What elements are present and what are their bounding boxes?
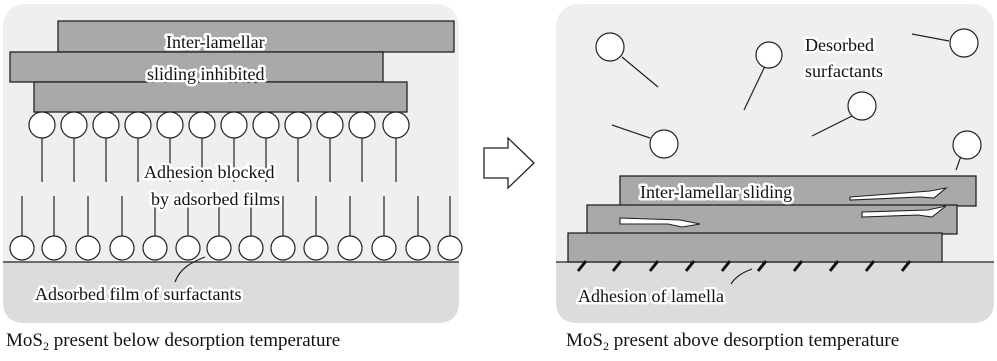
surfactant-head <box>649 129 679 159</box>
surfactant-head <box>188 111 216 139</box>
surfactant-head <box>238 235 264 261</box>
label-sliding-inhibited-line1: Inter-lamellar <box>166 32 265 52</box>
caption-left-text: present below desorption temperature <box>48 330 341 351</box>
transition-arrow-icon <box>483 136 535 190</box>
caption-right-subscript: 2 <box>602 339 609 353</box>
left-panel: Inter-lamellar sliding inhibited Adhesio… <box>3 4 463 323</box>
label-adsorbed-film: Adsorbed film of surfactants <box>35 284 241 304</box>
surfactant-head <box>75 235 101 261</box>
surfactant-head <box>142 235 168 261</box>
surfactant-head <box>303 235 329 261</box>
caption-left: MoS2 present below desorption temperatur… <box>6 330 340 354</box>
surfactant-head <box>316 111 344 139</box>
surfactant-head <box>220 111 248 139</box>
sliding-arrows <box>619 187 948 228</box>
caption-left-subscript: 2 <box>42 339 49 353</box>
surfactant-head <box>437 235 463 261</box>
surfactant-head <box>109 235 135 261</box>
surfactant-head <box>41 235 67 261</box>
left-labels: Inter-lamellar sliding inhibited Adhesio… <box>33 30 283 307</box>
adhesion-bonds <box>576 260 912 272</box>
caption-left-formula: MoS <box>6 330 43 351</box>
right-labels: Desorbed surfactants Inter-lamellar slid… <box>576 33 886 309</box>
label-sliding: Inter-lamellar sliding <box>640 182 792 202</box>
surfactant-head <box>847 91 877 121</box>
surfactant-head <box>156 111 184 139</box>
surfactant-head <box>270 235 296 261</box>
left-lamella-top <box>57 20 455 53</box>
label-adhesion-blocked-line2: by adsorbed films <box>151 189 280 209</box>
surfactant-head <box>952 130 982 160</box>
caption-right: MoS2 present above desorption temperatur… <box>566 330 899 354</box>
surfactant-head <box>60 111 88 139</box>
left-upper-surfactant-layer <box>28 111 410 182</box>
right-panel: Desorbed surfactants Inter-lamellar slid… <box>556 4 994 323</box>
surfactant-head <box>9 235 35 261</box>
surfactant-head <box>595 32 625 62</box>
surfactant-head <box>371 235 397 261</box>
label-desorbed-line1: Desorbed <box>805 35 874 55</box>
sliding-arrow-icon <box>619 217 701 228</box>
left-lamella-bottom <box>33 81 408 113</box>
surfactant-head <box>206 235 232 261</box>
surfactant-head <box>405 235 431 261</box>
label-adhesion-blocked-line1: Adhesion blocked <box>144 162 274 182</box>
surfactant-head <box>284 111 312 139</box>
right-leader-line <box>730 268 753 285</box>
left-leader-line <box>174 256 206 283</box>
sliding-arrow-icon <box>861 205 947 218</box>
label-desorbed-line2: surfactants <box>805 61 883 81</box>
surfactant-head <box>124 111 152 139</box>
surfactant-head <box>252 111 280 139</box>
surfactant-head <box>92 111 120 139</box>
left-lower-surfactant-layer <box>9 196 463 261</box>
caption-right-formula: MoS <box>566 330 603 351</box>
surfactant-head <box>382 111 410 139</box>
surfactant-head <box>348 111 376 139</box>
right-substrate <box>556 262 994 323</box>
surfactant-head <box>755 41 783 69</box>
label-sliding-inhibited-line2: sliding inhibited <box>147 64 265 84</box>
sliding-arrow-icon <box>849 187 948 201</box>
surfactant-head <box>949 28 979 58</box>
surfactant-head <box>175 235 201 261</box>
right-lamella-bottom <box>567 232 943 263</box>
surfactant-head <box>28 111 56 139</box>
caption-right-text: present above desorption temperature <box>608 330 900 351</box>
right-lamella-top <box>619 175 977 207</box>
desorbed-surfactants <box>595 28 982 171</box>
label-adhesion-of-lamella: Adhesion of lamella <box>578 286 724 306</box>
surfactant-head <box>337 235 363 261</box>
left-substrate <box>3 262 459 323</box>
